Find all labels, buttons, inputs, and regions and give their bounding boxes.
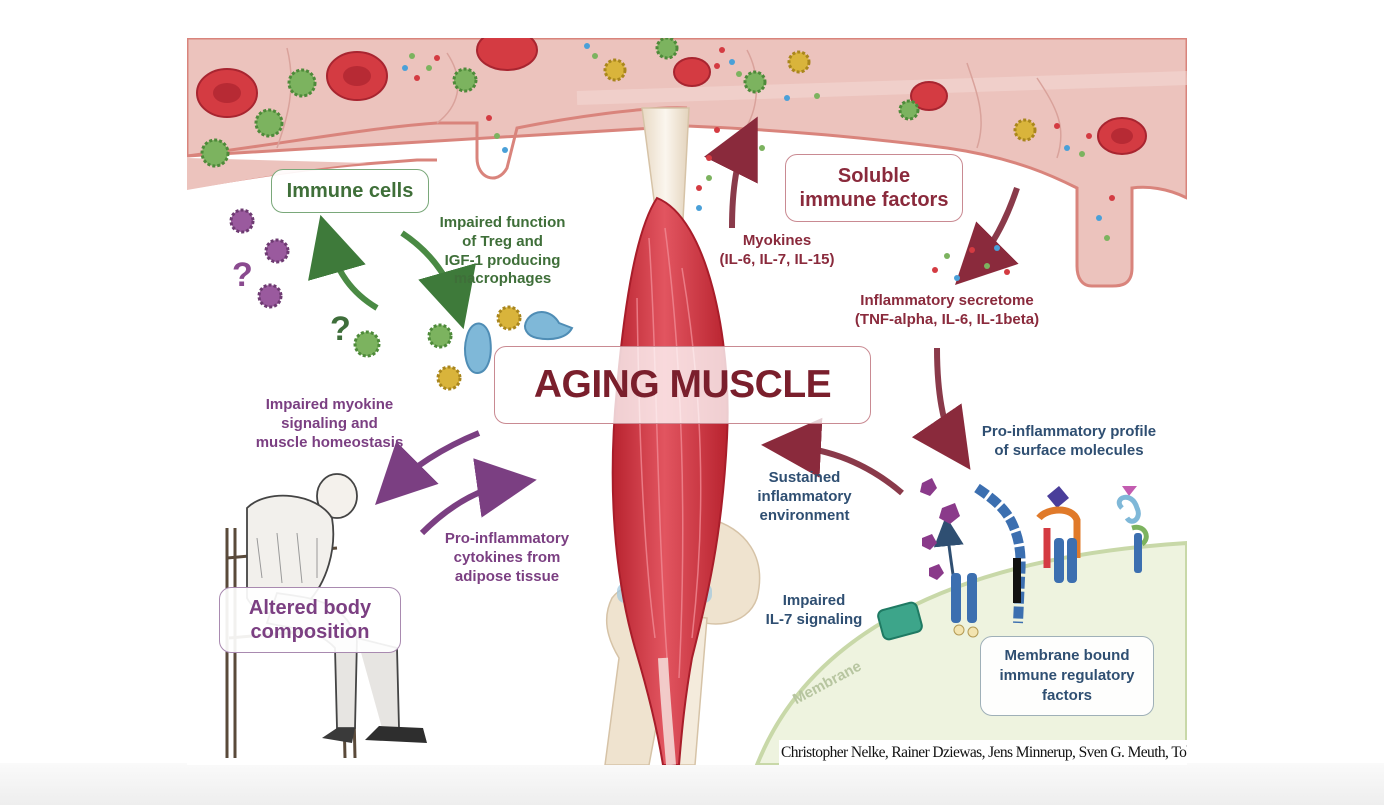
sustained-line2: inflammatory (757, 487, 852, 505)
blood-vessel (187, 38, 1187, 288)
inflammatory-secretome-line2: (TNF-alpha, IL-6, IL-1beta) (854, 310, 1040, 328)
arrow-myokines (704, 116, 758, 229)
impaired-function-line4: macrophages (453, 270, 552, 288)
altered-body-line2: composition (250, 621, 370, 643)
inflammatory-secretome-line1: Inflammatory secretome (860, 292, 1034, 309)
arrow-myokine-down (375, 430, 481, 505)
impaired-myokine-label: Impaired myokine signaling and muscle ho… (242, 396, 417, 452)
question-mark-green: ? (330, 310, 351, 348)
impaired-function-label: Impaired function of Treg and IGF-1 prod… (425, 214, 580, 289)
soluble-factors-line1: Soluble (837, 165, 911, 187)
sustained-inflammatory-label: Sustained inflammatory environment (747, 469, 862, 525)
question-mark-purple: ? (232, 256, 253, 294)
impaired-il7-line2: IL-7 signaling (765, 610, 863, 628)
arrow-profile (911, 347, 971, 470)
immune-cells-label: Immune cells (286, 180, 414, 202)
altered-body-line1: Altered body (248, 597, 372, 619)
soluble-factors-line2: immune factors (799, 189, 949, 211)
impaired-myokine-line3: muscle homeostasis (255, 433, 404, 451)
secretome-dots (696, 127, 1010, 281)
vessel-molecule-dots (402, 43, 1115, 241)
membrane-bound-line2: immune regulatory (999, 666, 1135, 684)
myokines-line2: (IL-6, IL-7, IL-15) (719, 250, 835, 268)
page-footer-band (0, 763, 1384, 805)
profile-line1: Pro-inflammatory profile (981, 423, 1157, 440)
immune-cells-cluster (229, 208, 574, 391)
arrow-immune-down (400, 230, 476, 330)
adipose-line2: cytokines from (453, 548, 561, 566)
impaired-function-line2: of Treg and (462, 232, 543, 250)
membrane-bound-line3: factors (1041, 687, 1093, 705)
myokines-label: Myokines (IL-6, IL-7, IL-15) (712, 232, 842, 270)
inflammatory-secretome-label: Inflammatory secretome (TNF-alpha, IL-6,… (842, 292, 1052, 330)
arrow-sustained (761, 417, 904, 496)
myokines-line1: Myokines (742, 232, 812, 249)
impaired-function-line3: IGF-1 producing (444, 251, 561, 269)
sustained-line3: environment (759, 506, 850, 524)
aging-muscle-title-box: AGING MUSCLE (494, 346, 871, 424)
sustained-line1: Sustained (768, 469, 841, 486)
impaired-myokine-line1: Impaired myokine (265, 396, 394, 413)
adipose-cytokines-label: Pro-inflammatory cytokines from adipose … (432, 530, 582, 586)
soluble-factors-box: Soluble immune factors (785, 154, 963, 222)
pro-inflammatory-profile-label: Pro-inflammatory profile of surface mole… (969, 423, 1169, 461)
profile-line2: of surface molecules (994, 441, 1144, 459)
impaired-myokine-line2: signaling and (281, 414, 378, 432)
adipose-line3: adipose tissue (454, 567, 560, 585)
impaired-function-line1: Impaired function (439, 214, 566, 231)
altered-body-box: Altered body composition (219, 587, 401, 653)
figure-artwork: ? ? (187, 38, 1187, 765)
aging-muscle-figure: ? ? (187, 38, 1187, 765)
aging-muscle-title: AGING MUSCLE (533, 362, 832, 406)
author-credit: Christopher Nelke, Rainer Dziewas, Jens … (779, 740, 1187, 765)
adipose-line1: Pro-inflammatory (444, 530, 570, 547)
impaired-il7-line1: Impaired (782, 592, 846, 609)
immune-cells-box: Immune cells (271, 169, 429, 213)
membrane-bound-line1: Membrane bound (1004, 646, 1130, 664)
arrow-secretome (955, 187, 1020, 285)
membrane-proteins (877, 478, 1149, 641)
arrow-immune-up (308, 214, 379, 311)
arrow-adipose (419, 458, 537, 536)
impaired-il7-label: Impaired IL-7 signaling (755, 592, 873, 630)
membrane-bound-box: Membrane bound immune regulatory factors (980, 636, 1154, 716)
